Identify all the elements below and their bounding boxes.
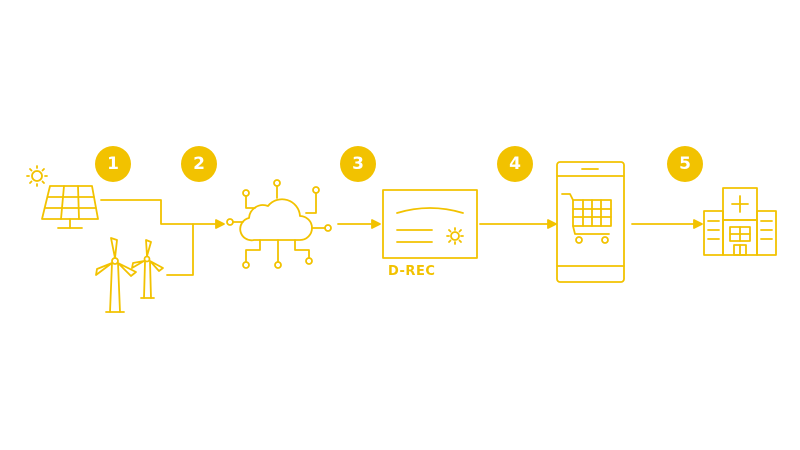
step-number: 1 <box>107 154 119 174</box>
step-badge-3: 3 <box>340 146 376 182</box>
certificate-label: D-REC <box>388 264 436 279</box>
step-badge-2: 2 <box>181 146 217 182</box>
step-badge-4: 4 <box>497 146 533 182</box>
hospital-building-icon <box>703 187 777 256</box>
step-badge-1: 1 <box>95 146 131 182</box>
sun-icon <box>26 165 48 187</box>
step-number: 2 <box>193 154 205 174</box>
step-number: 5 <box>679 154 691 174</box>
connector-lines <box>100 199 703 276</box>
step-badge-5: 5 <box>667 146 703 182</box>
step-number: 3 <box>352 154 364 174</box>
wind-turbine-icon <box>95 237 164 313</box>
step-number: 4 <box>509 154 521 174</box>
certificate-icon <box>382 189 478 259</box>
phone-shopping-cart-icon <box>556 161 625 283</box>
cloud-network-icon <box>226 179 332 269</box>
solar-panel-icon <box>41 185 99 229</box>
